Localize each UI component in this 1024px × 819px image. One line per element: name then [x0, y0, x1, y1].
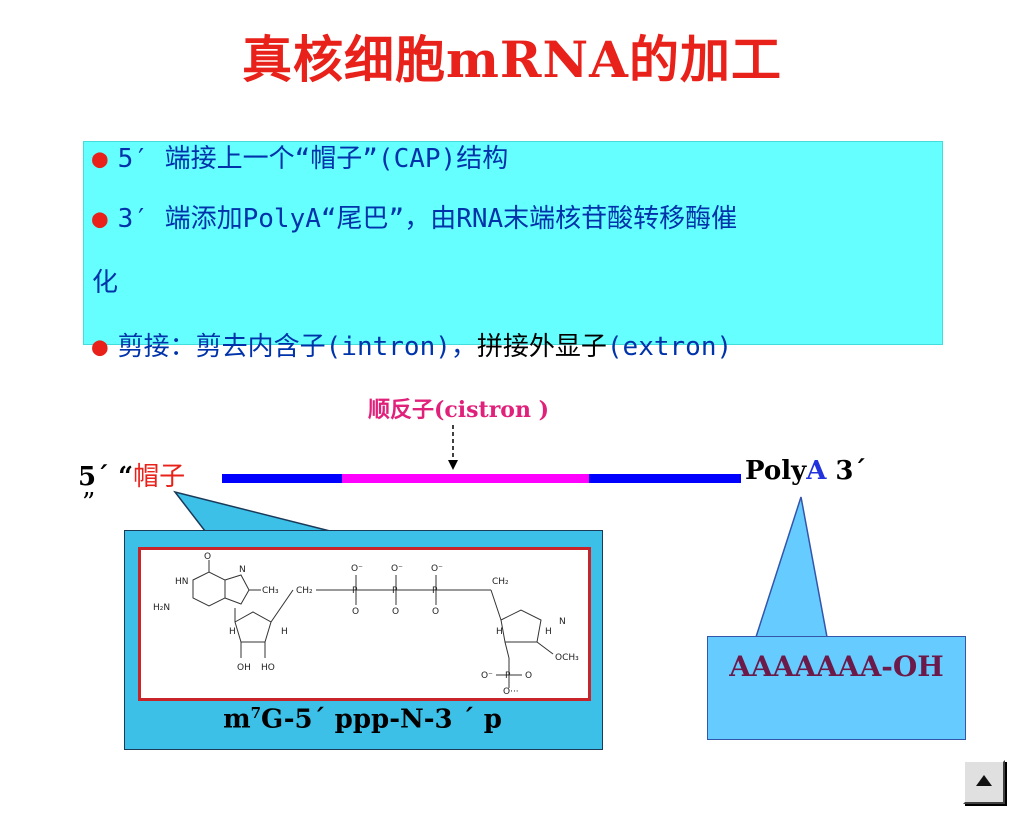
chem-label: P — [392, 586, 398, 596]
chem-label: O — [525, 671, 532, 681]
chem-label: H₂N — [153, 603, 170, 613]
highlight-box — [83, 141, 943, 345]
bullet-splice-text-2: 拼接外显子 — [476, 332, 607, 362]
chem-label: CH₂ — [492, 577, 509, 587]
chem-label: HN — [175, 577, 189, 587]
bullet-cap: ● 5′ 端接上一个“帽子”(CAP)结构 — [92, 138, 508, 175]
chem-label: O — [204, 552, 211, 562]
bullet-polya-text: 3′ 端添加PolyA“尾巴”，由RNA末端核苷酸转移酶催 — [117, 204, 738, 234]
five-prime-cap-label: 5´ “帽子 — [78, 456, 185, 493]
chem-label: N — [239, 565, 246, 575]
strand-5utr — [222, 474, 342, 483]
chem-label: OH — [237, 663, 251, 673]
chem-label: O⁻ — [351, 564, 363, 574]
chem-label: O⁻ — [391, 564, 403, 574]
page-title: 真核细胞mRNA的加工 — [242, 30, 782, 89]
cap-structure-frame: O HN H₂N N CH₃ CH₂ P P P O⁻ O⁻ O⁻ O O O … — [138, 547, 591, 701]
chem-label: O⁻ — [481, 671, 493, 681]
up-triangle-icon — [976, 775, 992, 786]
cap-formula: m7G-5´ ppp-N-3 ´ p — [124, 704, 601, 735]
poly-a-letter: A — [806, 456, 827, 486]
chem-label: H — [496, 627, 503, 637]
chem-label: H — [545, 627, 552, 637]
bullet-splice-text-1: 剪接：剪去内含子(intron)， — [117, 332, 477, 362]
polya-callout-box — [707, 636, 966, 740]
three-prime-text: 3´ — [826, 456, 867, 486]
cap-structure-drawing: O HN H₂N N CH₃ CH₂ P P P O⁻ O⁻ O⁻ O O O … — [153, 552, 579, 697]
cistron-arrowhead — [448, 460, 458, 470]
chem-label: N — [559, 617, 566, 627]
bullet-dot-icon: ● — [92, 144, 108, 174]
formula-superscript: 7 — [250, 704, 262, 722]
chem-label: CH₂ — [296, 586, 313, 596]
cistron-label: 顺反子(cistron ) — [368, 397, 550, 423]
polya-tail-text: AAAAAAA-OH — [729, 650, 944, 683]
chem-label: CH₃ — [262, 586, 279, 596]
chem-label: O — [392, 607, 399, 617]
close-quote: ” — [82, 488, 96, 518]
chem-label: HO — [261, 663, 275, 673]
chem-label: H — [229, 627, 236, 637]
chem-label: OCH₃ — [555, 653, 579, 663]
chem-label: H — [281, 627, 288, 637]
bullet-dot-icon: ● — [92, 204, 108, 234]
poly-a-label: PolyA 3´ — [745, 456, 867, 486]
chem-label: O — [352, 607, 359, 617]
bullet-polya-cont-text: 化 — [92, 268, 119, 298]
poly-text: Poly — [745, 456, 807, 486]
bullet-polya-cont: 化 — [92, 262, 118, 299]
formula-rest: G-5´ ppp-N-3 ´ p — [261, 704, 502, 735]
five-prime-text: 5´ “ — [78, 462, 134, 492]
bullet-dot-icon: ● — [92, 332, 108, 362]
strand-3utr — [589, 474, 741, 483]
bullet-splice-text-3: (extron) — [606, 332, 733, 362]
bullet-cap-text: 5′ 端接上一个“帽子”(CAP)结构 — [117, 144, 509, 174]
cap-word: 帽子 — [133, 462, 186, 492]
bullet-splice: ● 剪接：剪去内含子(intron)，拼接外显子(extron) — [92, 326, 732, 363]
polya-callout-pointer — [754, 496, 828, 638]
formula-m: m — [223, 704, 251, 735]
chem-label: P — [505, 671, 511, 681]
chem-label: O⁻ — [431, 564, 443, 574]
chem-label: P — [352, 586, 358, 596]
nav-up-button[interactable] — [963, 760, 1005, 804]
strand-cistron — [342, 474, 589, 483]
chem-label: P — [432, 586, 438, 596]
bullet-polya: ● 3′ 端添加PolyA“尾巴”，由RNA末端核苷酸转移酶催 — [92, 198, 737, 235]
cap-callout-pointer — [173, 490, 331, 532]
chem-label: O··· — [503, 687, 519, 697]
chem-label: O — [432, 607, 439, 617]
